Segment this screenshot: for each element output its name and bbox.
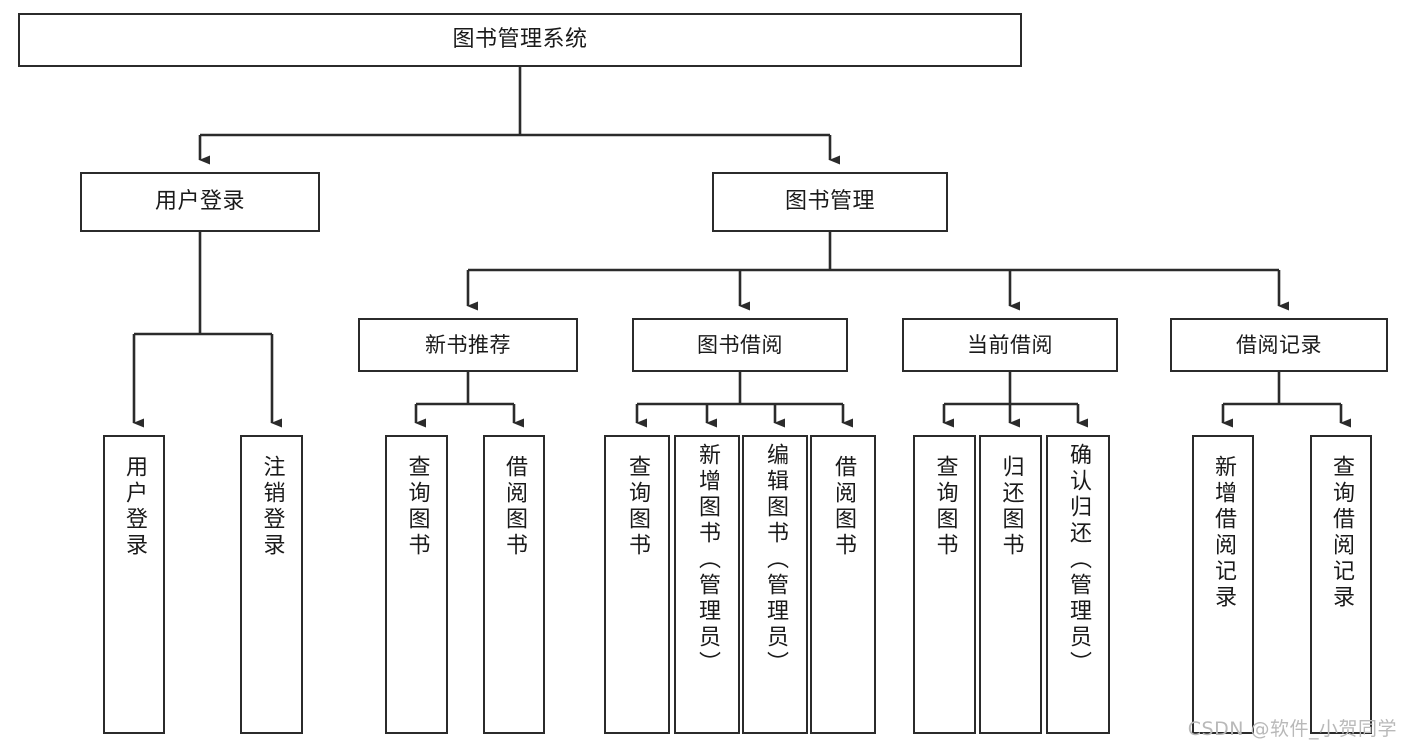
node-leaf-query-book-2[interactable]: 查询图书 [604, 435, 670, 734]
node-leaf-return-book[interactable]: 归还图书 [979, 435, 1042, 734]
node-new-book-recommend[interactable]: 新书推荐 [358, 318, 578, 372]
node-leaf-confirm-return[interactable]: 确认归还（管理员） [1046, 435, 1110, 734]
node-leaf-add-record-label: 新增借阅记录 [1211, 455, 1236, 611]
node-current-borrow[interactable]: 当前借阅 [902, 318, 1118, 372]
node-leaf-query-record[interactable]: 查询借阅记录 [1310, 435, 1372, 734]
node-book-borrow-label: 图书借阅 [697, 332, 783, 357]
node-leaf-edit-book-label: 编辑图书（管理员） [763, 443, 788, 677]
node-leaf-query-book-1[interactable]: 查询图书 [385, 435, 448, 734]
node-leaf-borrow-book-1[interactable]: 借阅图书 [483, 435, 545, 734]
node-leaf-user-login[interactable]: 用户登录 [103, 435, 165, 734]
node-leaf-query-book-3[interactable]: 查询图书 [913, 435, 976, 734]
node-root[interactable]: 图书管理系统 [18, 13, 1022, 67]
edges-borrow-record-to-leaves [1221, 372, 1351, 428]
node-leaf-user-login-label: 用户登录 [122, 455, 147, 559]
node-leaf-user-logout-label: 注销登录 [259, 455, 285, 559]
node-leaf-edit-book[interactable]: 编辑图书（管理员） [742, 435, 808, 734]
csdn-watermark: CSDN @软件_小贺同学 [1187, 718, 1397, 740]
node-leaf-query-book-3-label: 查询图书 [932, 455, 958, 559]
node-leaf-add-record[interactable]: 新增借阅记录 [1192, 435, 1254, 734]
node-leaf-borrow-book-1-label: 借阅图书 [502, 455, 527, 559]
node-book-manage[interactable]: 图书管理 [712, 172, 948, 232]
node-borrow-record[interactable]: 借阅记录 [1170, 318, 1388, 372]
node-book-borrow[interactable]: 图书借阅 [632, 318, 848, 372]
node-book-manage-label: 图书管理 [784, 189, 875, 215]
node-leaf-confirm-return-label: 确认归还（管理员） [1066, 443, 1091, 677]
edges-current-borrow-to-leaves [942, 372, 1088, 428]
edges-new-book-recommend-to-leaves [414, 372, 524, 428]
node-leaf-query-book-2-label: 查询图书 [625, 455, 650, 559]
edges-book-manage-to-level2 [466, 232, 1289, 311]
node-new-book-recommend-label: 新书推荐 [425, 332, 511, 357]
edges-root-to-level1 [198, 67, 840, 165]
node-leaf-add-book[interactable]: 新增图书（管理员） [674, 435, 740, 734]
edges-book-borrow-to-leaves [635, 372, 853, 428]
node-leaf-query-record-label: 查询借阅记录 [1329, 455, 1354, 611]
node-leaf-query-book-1-label: 查询图书 [404, 455, 430, 559]
node-user-login[interactable]: 用户登录 [80, 172, 320, 232]
node-leaf-add-book-label: 新增图书（管理员） [695, 443, 720, 677]
node-user-login-label: 用户登录 [154, 189, 245, 215]
node-root-label: 图书管理系统 [452, 27, 588, 53]
node-leaf-return-book-label: 归还图书 [998, 455, 1024, 559]
node-leaf-user-logout[interactable]: 注销登录 [240, 435, 303, 734]
edges-user-login-to-leaves [132, 232, 282, 428]
node-borrow-record-label: 借阅记录 [1236, 332, 1322, 357]
node-current-borrow-label: 当前借阅 [967, 332, 1053, 357]
node-leaf-borrow-book-2-label: 借阅图书 [831, 455, 856, 559]
node-leaf-borrow-book-2[interactable]: 借阅图书 [810, 435, 876, 734]
